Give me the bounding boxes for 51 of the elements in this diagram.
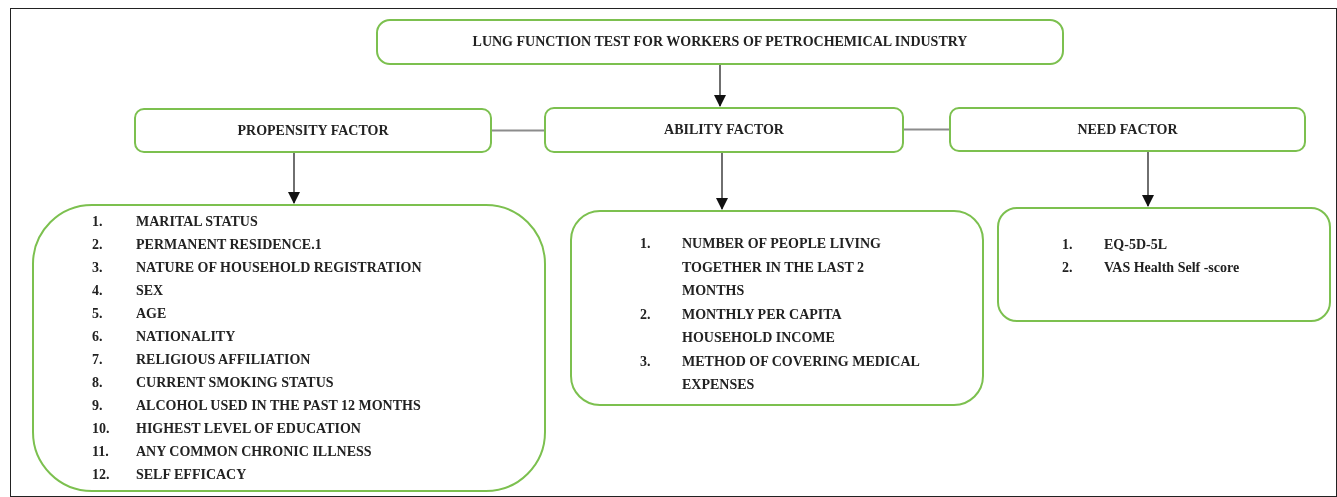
list-number: 9.: [92, 397, 104, 415]
list-number: 1.: [640, 235, 652, 253]
list-number: 6.: [92, 328, 104, 346]
arrow: [714, 64, 726, 107]
list-item: CURRENT SMOKING STATUS: [136, 374, 335, 392]
list-item: EQ-5D-5L: [1104, 236, 1168, 254]
box-label: ABILITY FACTOR: [664, 122, 784, 138]
list-item: MONTHLY PER CAPITA HOUSEHOLD INCOME: [682, 305, 843, 347]
list-item: AGE: [136, 305, 168, 323]
list-number: 2.: [92, 236, 104, 254]
list-number: 2.: [1062, 259, 1074, 277]
list-item: ALCOHOL USED IN THE PAST 12 MONTHS: [136, 397, 422, 415]
list-number: 11.: [92, 443, 110, 461]
list-number: 7.: [92, 351, 104, 369]
list-number: 1.: [1062, 236, 1074, 254]
list-box: [570, 210, 984, 406]
list-item: SELF EFFICACY: [136, 466, 248, 484]
connector-line: [903, 128, 950, 131]
connector-line: [491, 129, 545, 132]
list-item: ANY COMMON CHRONIC ILLNESS: [136, 443, 373, 461]
factor-box: [544, 107, 904, 153]
list-number: 1.: [92, 213, 104, 231]
list-number: 3.: [92, 259, 104, 277]
arrow: [1142, 151, 1154, 207]
box-label: PROPENSITY FACTOR: [237, 122, 389, 139]
list-item: METHOD OF COVERING MEDICAL EXPENSES: [682, 352, 921, 394]
factor-box: [949, 107, 1306, 152]
list-item: NATIONALITY: [136, 328, 237, 346]
list-box: [997, 207, 1331, 322]
list-number: 10.: [92, 420, 111, 438]
list-number: 8.: [92, 374, 104, 392]
title-box: [376, 19, 1064, 65]
list-number: 4.: [92, 282, 104, 300]
arrow: [716, 152, 728, 210]
box-label: NEED FACTOR: [1077, 121, 1178, 138]
list-item: RELIGIOUS AFFILIATION: [136, 351, 312, 369]
list-item: HIGHEST LEVEL OF EDUCATION: [136, 420, 362, 438]
list-item: VAS Health Self -score: [1104, 259, 1241, 277]
list-number: 5.: [92, 305, 104, 323]
list-box: [32, 204, 546, 492]
factor-box: [134, 108, 492, 153]
list-item: PERMANENT RESIDENCE.1: [136, 236, 323, 254]
list-item: SEX: [136, 282, 165, 300]
list-item: NATURE OF HOUSEHOLD REGISTRATION: [136, 259, 423, 277]
list-item: MARITAL STATUS: [136, 213, 259, 231]
box-label: LUNG FUNCTION TEST FOR WORKERS OF PETROCHEMICAL INDUSTRY: [472, 34, 968, 50]
list-number: 2.: [640, 305, 652, 324]
arrow: [288, 152, 300, 204]
list-number: 3.: [640, 352, 652, 371]
list-item: NUMBER OF PEOPLE LIVING TOGETHER IN THE LAST 2 MONTHS: [682, 235, 882, 300]
list-number: 12.: [92, 466, 111, 484]
